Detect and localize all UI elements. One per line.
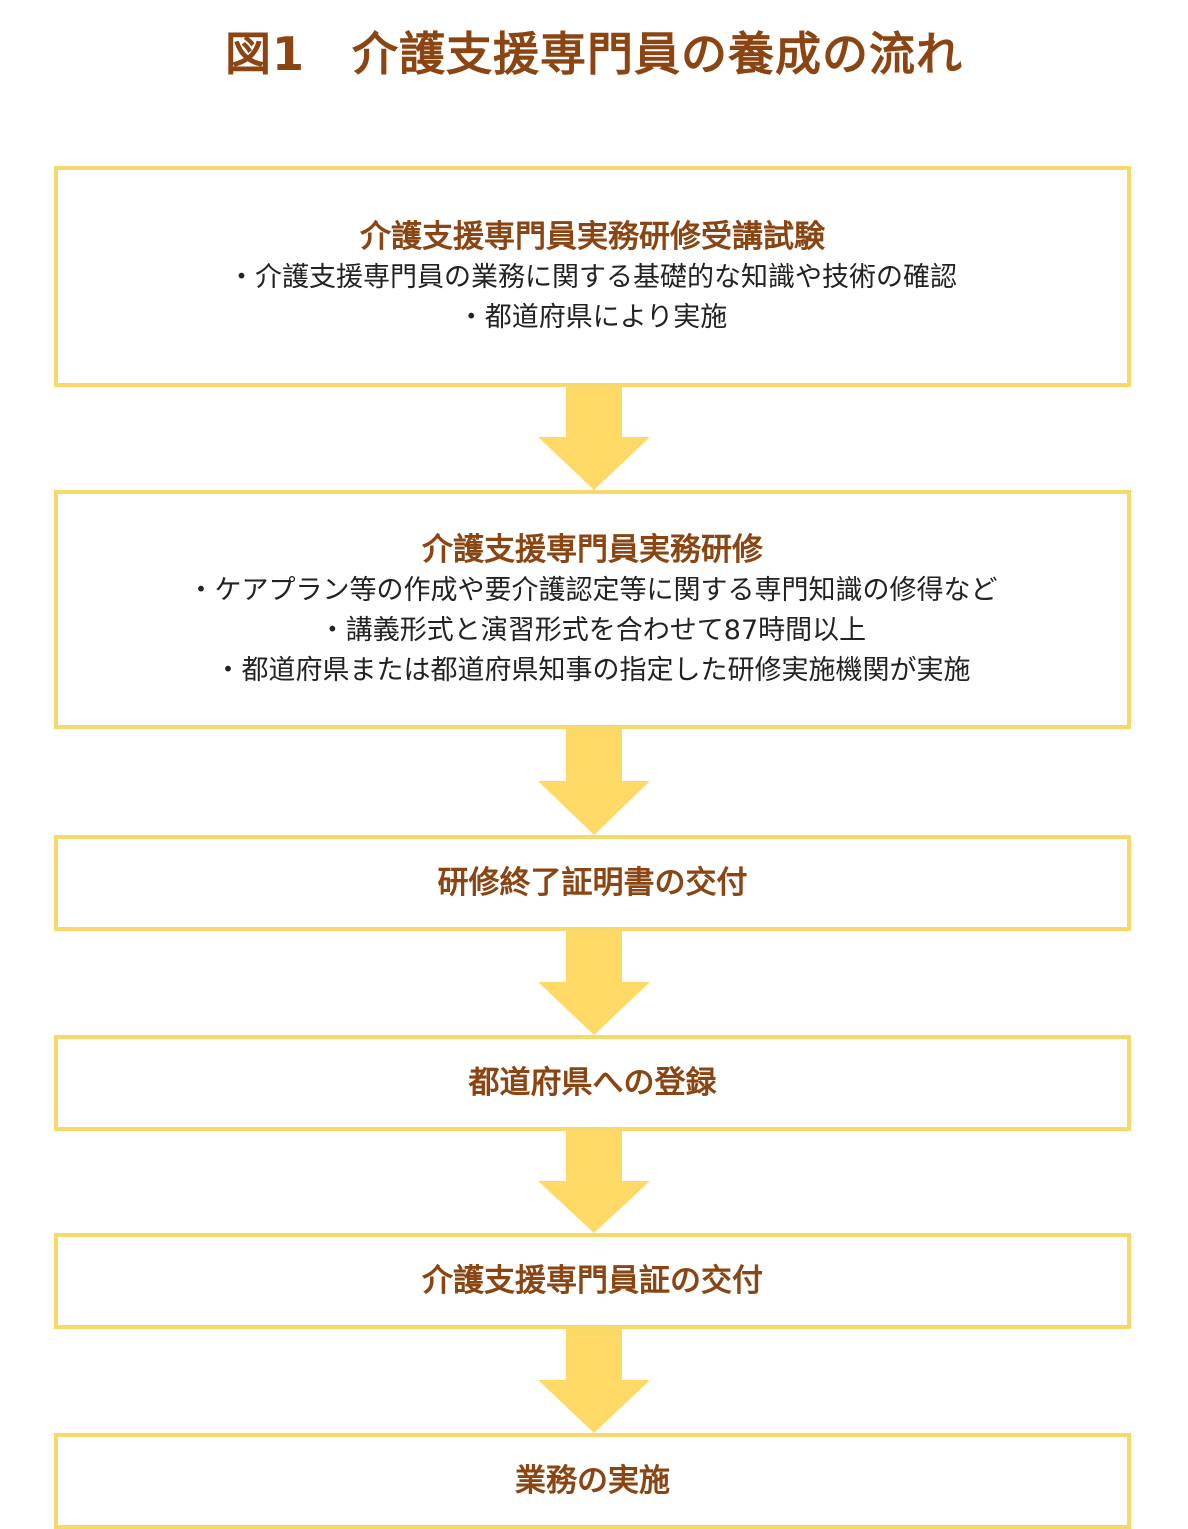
flow-step-practice: 業務の実施 <box>54 1433 1131 1529</box>
step-description: ・講義形式と演習形式を合わせて87時間以上 <box>318 614 867 646</box>
step-title: 介護支援専門員実務研修 <box>422 531 763 568</box>
down-arrow-icon <box>538 1131 650 1233</box>
step-description: ・介護支援専門員の業務に関する基礎的な知識や技術の確認 <box>228 261 957 293</box>
step-description: ・都道府県または都道府県知事の指定した研修実施機関が実施 <box>214 654 971 686</box>
step-title: 都道府県への登録 <box>468 1065 717 1101</box>
step-title: 研修終了証明書の交付 <box>437 865 748 901</box>
down-arrow-icon <box>538 387 650 490</box>
flow-step-training: 介護支援専門員実務研修 ・ケアプラン等の作成や要介護認定等に関する専門知識の修得… <box>54 490 1131 729</box>
step-description: ・ケアプラン等の作成や要介護認定等に関する専門知識の修得など <box>187 574 998 606</box>
flow-step-id-card: 介護支援専門員証の交付 <box>54 1233 1131 1329</box>
down-arrow-icon <box>538 729 650 835</box>
step-description: ・都道府県により実施 <box>457 301 728 333</box>
page-title: 図1 介護支援専門員の養成の流れ <box>224 27 963 81</box>
down-arrow-icon <box>538 931 650 1035</box>
step-title: 介護支援専門員実務研修受講試験 <box>360 218 825 255</box>
flow-step-registration: 都道府県への登録 <box>54 1035 1131 1131</box>
down-arrow-icon <box>538 1329 650 1433</box>
flow-step-certificate: 研修終了証明書の交付 <box>54 835 1131 931</box>
flow-step-exam: 介護支援専門員実務研修受講試験 ・介護支援専門員の業務に関する基礎的な知識や技術… <box>54 166 1131 387</box>
step-title: 業務の実施 <box>515 1463 670 1499</box>
step-title: 介護支援専門員証の交付 <box>422 1263 763 1299</box>
